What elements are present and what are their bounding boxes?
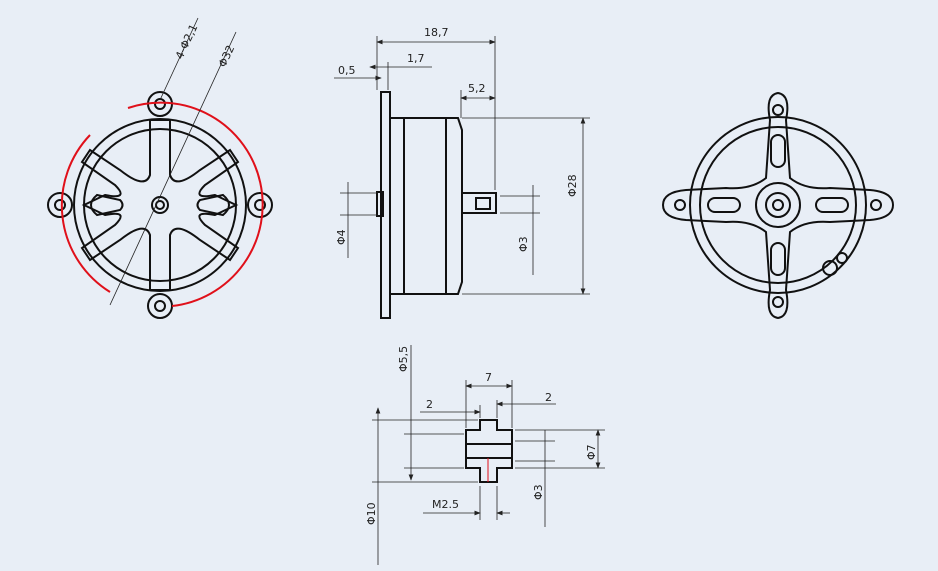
mount-circle-arc-left [60, 134, 111, 293]
boss-diameter-label: Φ4 [335, 229, 348, 245]
left-step-label: 2 [426, 398, 433, 411]
outer-diameter-label: Φ10 [365, 502, 378, 525]
flange-offset-label: 1,7 [407, 52, 425, 65]
mount-diameter-label: Φ32 [216, 43, 237, 69]
thread-label: M2.5 [432, 498, 459, 511]
length-label: 7 [485, 371, 492, 384]
mount-circle-arc-right [127, 101, 264, 307]
bore-diameter-label: Φ3 [532, 484, 545, 500]
front-view: 4-Φ2,1 Φ32 [47, 17, 273, 319]
shaft-diameter-label: Φ3 [517, 236, 530, 252]
overall-length-label: 18,7 [424, 26, 449, 39]
inner-diameter-label: Φ5,5 [397, 346, 410, 372]
hole-label: 4-Φ2,1 [173, 22, 200, 61]
flange-thickness-label: 0,5 [338, 64, 356, 77]
rear-view [661, 91, 895, 320]
side-view: 18,7 0,5 1,7 5,2 Φ28 Φ3 Φ4 [334, 26, 590, 319]
shaft-length-label: 5,2 [468, 82, 486, 95]
body-diameter-label: Φ28 [566, 174, 579, 197]
adapter-view: 7 2 2 Φ10 Φ5,5 Φ7 Φ3 M2.5 [365, 345, 605, 565]
right-step-label: 2 [545, 391, 552, 404]
hub-diameter-label: Φ7 [585, 444, 598, 460]
